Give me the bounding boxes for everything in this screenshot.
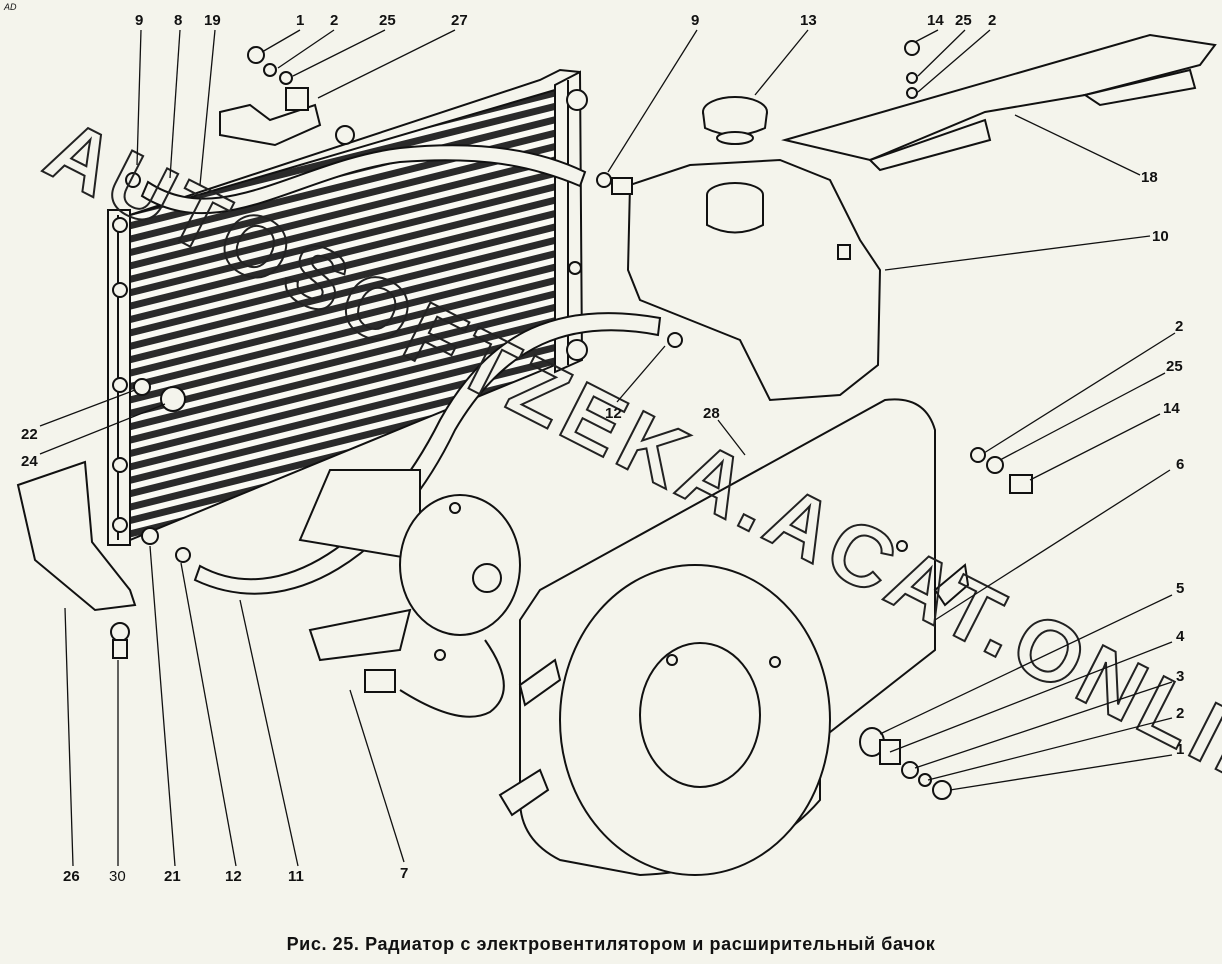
filler-cap <box>702 96 768 145</box>
callout-10: 10 <box>1152 228 1169 245</box>
fastener-set <box>133 378 1033 800</box>
callout-25: 25 <box>1166 358 1183 375</box>
callout-2: 2 <box>1175 318 1183 335</box>
callout-6: 6 <box>1176 456 1184 473</box>
expansion-tank <box>611 158 882 402</box>
callout-13: 13 <box>800 12 817 29</box>
callout-12: 12 <box>605 405 622 422</box>
callout-11: 11 <box>288 868 304 885</box>
callout-12: 12 <box>225 868 242 885</box>
electric-fan <box>298 469 521 718</box>
callout-25: 25 <box>955 12 972 29</box>
callout-4: 4 <box>1176 628 1185 645</box>
callout-26: 26 <box>63 868 80 885</box>
lower-bracket <box>16 460 137 659</box>
callout-9: 9 <box>691 12 699 29</box>
callout-1: 1 <box>296 12 304 29</box>
callout-19: 19 <box>204 12 221 29</box>
callout-30: 30 <box>109 868 126 885</box>
fan-shroud <box>498 398 970 877</box>
callout-24: 24 <box>21 453 38 470</box>
callout-25: 25 <box>379 12 396 29</box>
corner-mark: AD <box>4 2 17 12</box>
callout-2: 2 <box>330 12 338 29</box>
callout-27: 27 <box>451 12 468 29</box>
upper-hose <box>125 144 612 215</box>
mounting-strip <box>781 33 1217 172</box>
callout-28: 28 <box>703 405 720 422</box>
callout-9: 9 <box>135 12 143 29</box>
callout-8: 8 <box>174 12 182 29</box>
callout-3: 3 <box>1176 668 1184 685</box>
callout-2: 2 <box>988 12 996 29</box>
callout-22: 22 <box>21 426 38 443</box>
callout-7: 7 <box>400 865 408 882</box>
callout-18: 18 <box>1141 169 1158 186</box>
leader-lines <box>39 29 1176 867</box>
callout-1: 1 <box>1176 741 1184 758</box>
callout-2: 2 <box>1176 705 1184 722</box>
callout-labels: 9 8 19 1 2 25 27 9 13 14 25 2 18 10 2 25… <box>21 12 1185 885</box>
callout-5: 5 <box>1176 580 1184 597</box>
callout-14: 14 <box>1163 400 1180 417</box>
callout-14: 14 <box>927 12 944 29</box>
callout-21: 21 <box>164 868 181 885</box>
top-bracket <box>219 46 355 147</box>
figure-caption: Рис. 25. Радиатор с электровентилятором … <box>286 934 936 954</box>
